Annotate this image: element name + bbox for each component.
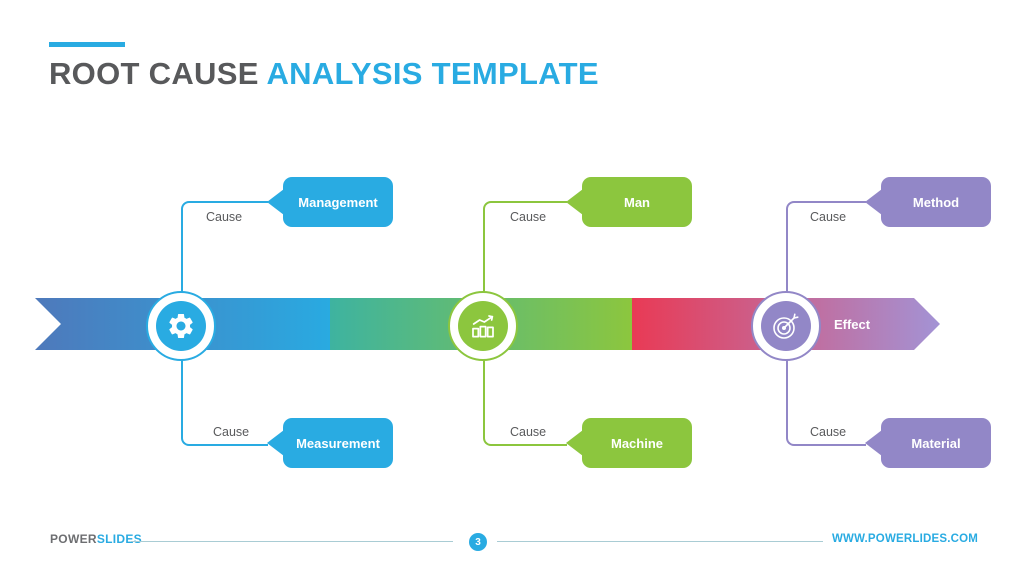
footer-divider-right [497, 541, 823, 542]
connector-bottom-measurement [181, 348, 268, 446]
box-machine: Machine [582, 418, 692, 468]
cause-label-method: Cause [810, 210, 847, 224]
bar-chart-icon [458, 301, 508, 351]
circle-method [751, 291, 821, 361]
title-accent-line [49, 42, 125, 47]
cause-label-man: Cause [510, 210, 547, 224]
cause-label-management: Cause [206, 210, 243, 224]
connector-top-method [786, 201, 866, 302]
logo-part-blue: SLIDES [96, 532, 142, 546]
page-title: ROOT CAUSE ANALYSIS TEMPLATE [49, 56, 599, 92]
box-man: Man [582, 177, 692, 227]
cause-label-measurement: Cause [213, 425, 250, 439]
circle-management [146, 291, 216, 361]
connector-top-man [483, 201, 567, 302]
logo-part-gray: POWER [50, 532, 97, 546]
connector-bottom-machine [483, 348, 567, 446]
box-material: Material [881, 418, 991, 468]
title-part-blue: ANALYSIS TEMPLATE [266, 56, 599, 91]
connector-top-management [181, 201, 268, 302]
website-link[interactable]: WWW.POWERLIDES.COM [832, 533, 979, 545]
cause-label-material: Cause [810, 425, 847, 439]
connector-bottom-material [786, 348, 866, 446]
cause-label-machine: Cause [510, 425, 547, 439]
gear-icon [156, 301, 206, 351]
box-measurement: Measurement [283, 418, 393, 468]
title-part-gray: ROOT CAUSE [49, 56, 267, 91]
page-number-badge: 3 [469, 533, 487, 551]
box-management: Management [283, 177, 393, 227]
powerslides-logo: POWERSLIDES [50, 532, 142, 546]
circle-man [448, 291, 518, 361]
footer-divider-left [131, 541, 453, 542]
target-icon [761, 301, 811, 351]
box-method: Method [881, 177, 991, 227]
effect-label: Effect [833, 316, 871, 332]
